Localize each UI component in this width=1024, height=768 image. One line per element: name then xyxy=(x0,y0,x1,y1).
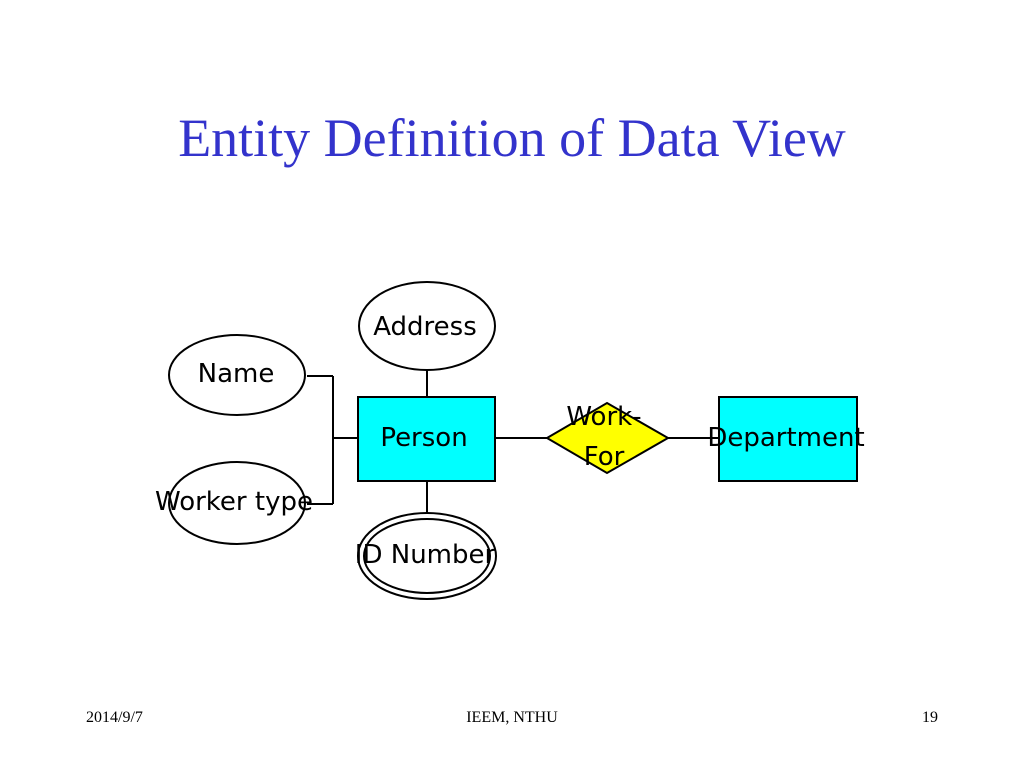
attribute-id-number-label: ID Number xyxy=(355,540,496,570)
attribute-address-shape xyxy=(358,281,496,371)
attribute-name-label: Name xyxy=(198,359,275,389)
entity-person: Person xyxy=(357,396,496,482)
connector-lines xyxy=(307,370,719,517)
attribute-name-shape xyxy=(168,334,306,416)
attribute-id-number-outer-shape xyxy=(357,512,497,600)
relationship-work-for-label-line1: Work- xyxy=(566,402,641,432)
entity-department-label: Department xyxy=(707,423,864,453)
footer-page-number: 19 xyxy=(922,709,938,726)
entity-person-label: Person xyxy=(380,423,467,453)
attribute-id-number-inner-shape xyxy=(363,518,491,594)
attribute-id-number: ID Number xyxy=(355,512,497,600)
attribute-worker-type-shape xyxy=(168,461,306,545)
attribute-address: Address xyxy=(358,281,496,371)
footer-date: 2014/9/7 xyxy=(86,709,143,726)
relationship-work-for-label-line2: For xyxy=(584,442,625,472)
attribute-name: Name xyxy=(168,334,306,416)
attribute-worker-type-label: Worker type xyxy=(155,487,313,517)
footer-organization: IEEM, NTHU xyxy=(466,709,558,726)
relationship-work-for: Work- For xyxy=(545,401,671,475)
slide-title: Entity Definition of Data View xyxy=(178,108,846,168)
attribute-address-label: Address xyxy=(373,312,477,342)
attribute-worker-type: Worker type xyxy=(155,461,313,545)
entity-department-shape xyxy=(718,396,858,482)
relationship-work-for-shape xyxy=(545,401,671,475)
entity-department: Department xyxy=(707,396,865,482)
entity-person-shape xyxy=(357,396,496,482)
